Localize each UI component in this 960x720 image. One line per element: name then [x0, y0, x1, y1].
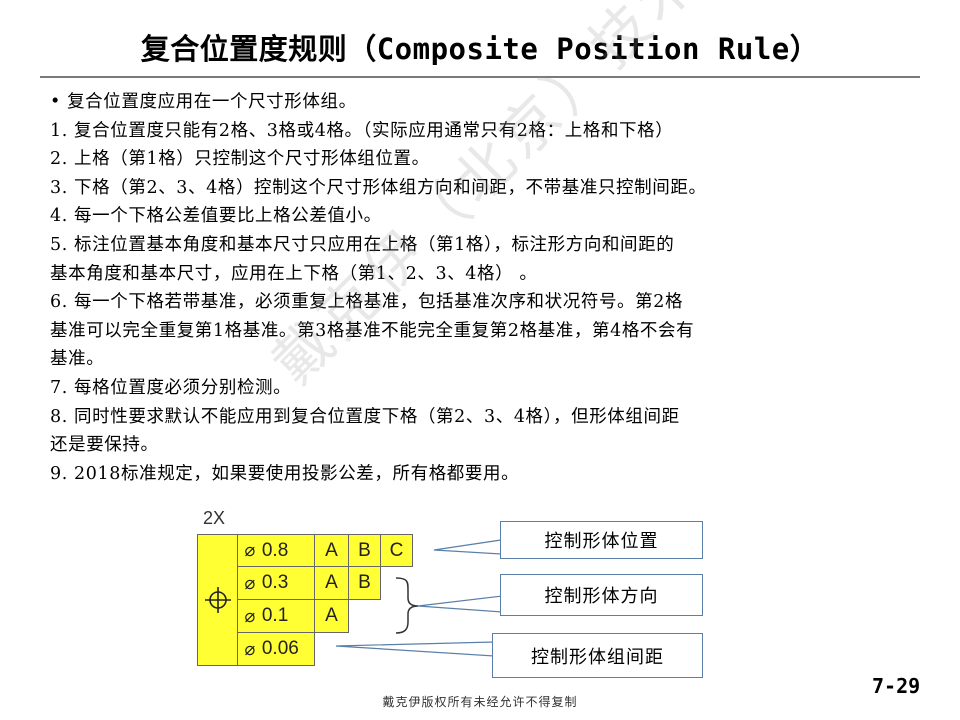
rule-line: 基本角度和基本尺寸，应用在上下格（第1、2、3、4格） 。 [50, 263, 538, 284]
tolerance-value: 0.8 [261, 539, 289, 561]
leader-orientation [417, 595, 503, 613]
diameter-icon: ⌀ [244, 605, 255, 626]
datum-cell: A [314, 534, 349, 567]
datum-cell: A [314, 599, 349, 633]
tolerance-value: 0.3 [261, 572, 289, 593]
callout-orientation: 控制形体方向 [500, 574, 703, 616]
page-number: 7-29 [872, 674, 921, 698]
rule-line: 还是要保持。 [50, 435, 159, 456]
rule-line: • 复合位置度应用在一个尺寸形体组。 [50, 92, 357, 112]
tolerance-cell: ⌀ 0.8 [237, 534, 315, 567]
leader-spacing [335, 641, 495, 657]
rule-line: 7. 每格位置度必须分别检测。 [50, 377, 292, 398]
rule-line: 2. 上格（第1格）只控制这个尺寸形体组位置。 [50, 149, 430, 170]
position-symbol-cell [197, 534, 238, 666]
tolerance-value: 0.06 [261, 638, 299, 659]
fcf-count: 2X [203, 508, 226, 528]
rule-line: 9. 2018标准规定，如果要使用投影公差，所有格都要用。 [50, 463, 520, 484]
rule-line: 4. 每一个下格公差值要比上格公差值小。 [50, 206, 382, 227]
position-icon [204, 587, 231, 613]
rule-line: 6. 每一个下格若带基准，必须重复上格基准，包括基准次序和状况符号。第2格 [50, 292, 684, 313]
diameter-icon: ⌀ [244, 572, 255, 593]
diameter-icon: ⌀ [244, 638, 255, 659]
tolerance-value: 0.1 [261, 605, 289, 626]
rule-line: 5. 标注位置基本角度和基本尺寸只应用在上格（第1格），标注形方向和间距的 [50, 234, 675, 255]
rule-line: 基准。 [50, 349, 105, 370]
rule-line: 3. 下格（第2、3、4格）控制这个尺寸形体组方向和间距，不带基准只控制间距。 [50, 177, 707, 198]
copyright-footer: 戴克伊版权所有未经允许不得复制 [382, 695, 578, 709]
rule-list: • 复合位置度应用在一个尺寸形体组。 1. 复合位置度只能有2格、3格或4格。（… [50, 88, 920, 488]
rule-line: 1. 复合位置度只能有2格、3格或4格。（实际应用通常只有2格：上格和下格） [50, 120, 674, 141]
tolerance-cell: ⌀ 0.06 [237, 632, 315, 666]
datum-cell: B [348, 566, 381, 600]
callout-spacing: 控制形体组间距 [492, 633, 703, 678]
brace-icon [395, 577, 419, 634]
diameter-icon: ⌀ [244, 540, 255, 560]
callout-position: 控制形体位置 [500, 521, 703, 559]
page-title: 复合位置度规则（Composite Position Rule） [140, 32, 820, 66]
leader-position [433, 539, 502, 555]
rule-line: 8. 同时性要求默认不能应用到复合位置度下格（第2、3、4格），但形体组间距 [50, 406, 680, 427]
title-divider [40, 76, 920, 78]
datum-cell: C [380, 534, 413, 567]
tolerance-cell: ⌀ 0.1 [237, 599, 315, 633]
rule-line: 基准可以完全重复第1格基准。第3格基准不能完全重复第2格基准，第4格不会有 [50, 320, 695, 341]
